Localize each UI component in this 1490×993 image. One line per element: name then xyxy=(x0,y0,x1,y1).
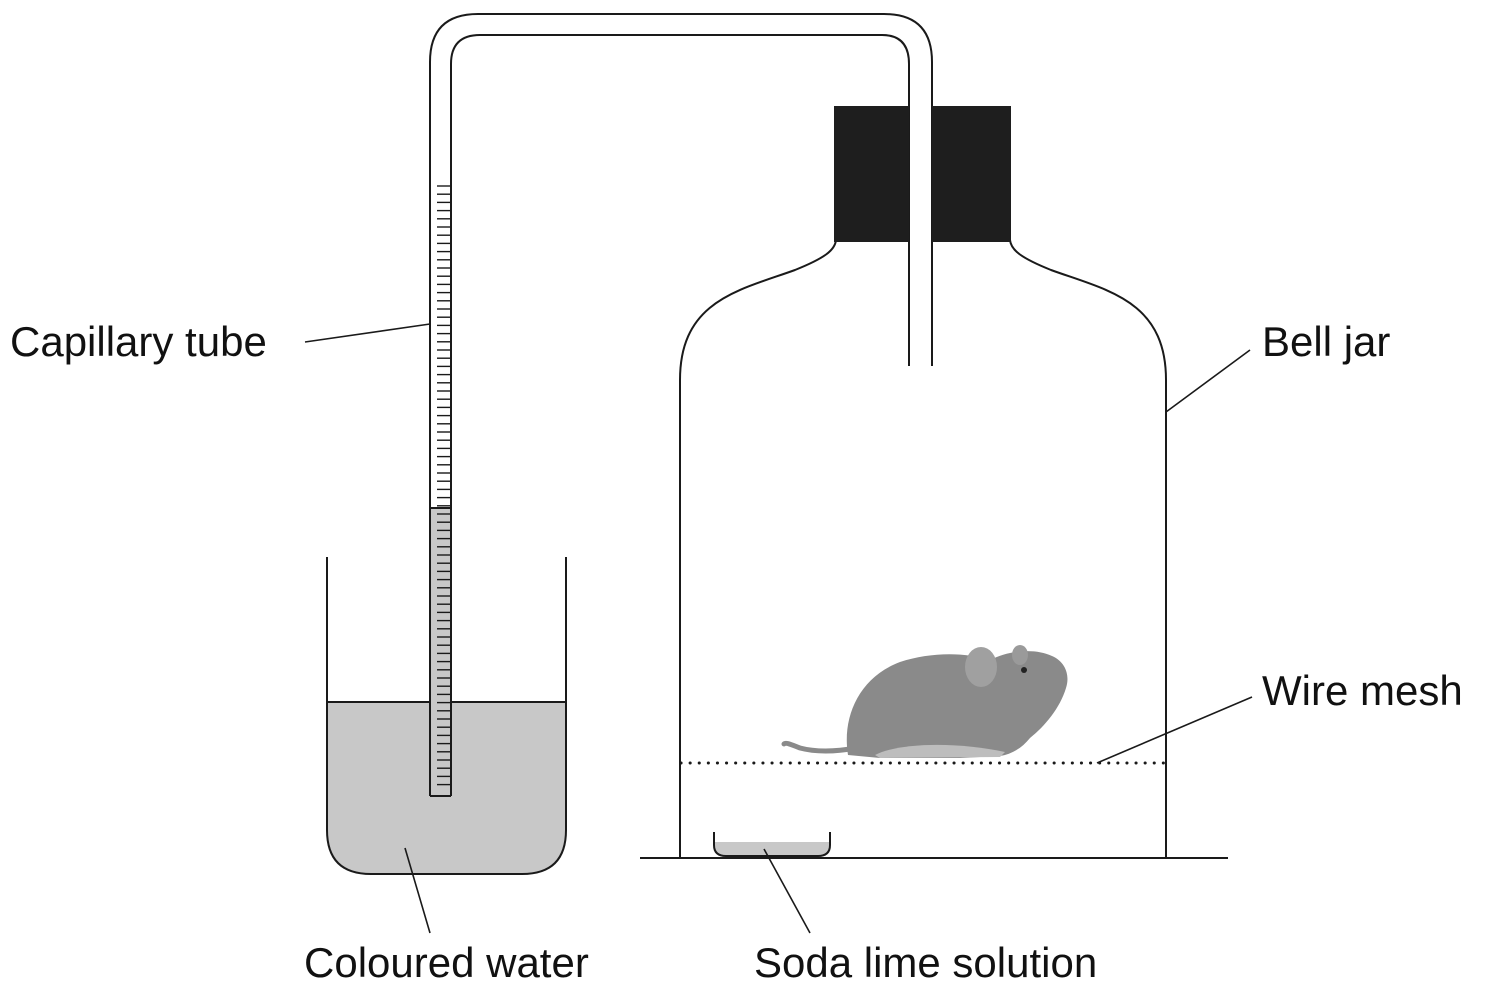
label-soda-lime-solution: Soda lime solution xyxy=(754,939,1097,986)
mouse-ear xyxy=(965,647,997,687)
bell-jar-outline-right xyxy=(1010,240,1166,858)
mouse-icon xyxy=(784,645,1067,758)
mouse-ear-far xyxy=(1012,645,1028,665)
mouse-eye xyxy=(1021,667,1027,673)
leader-bell-jar xyxy=(1166,350,1250,412)
bell-jar-outline-left xyxy=(680,240,836,858)
capillary-liquid-column xyxy=(430,508,451,796)
leader-soda-lime xyxy=(764,849,810,933)
mouse-tail xyxy=(784,743,855,751)
label-capillary-tube: Capillary tube xyxy=(10,318,267,365)
rubber-stopper-right xyxy=(932,106,1011,242)
rubber-stopper-left xyxy=(834,106,909,242)
label-coloured-water: Coloured water xyxy=(304,939,589,986)
mouse-body xyxy=(847,651,1068,758)
leader-capillary-tube xyxy=(305,324,430,342)
soda-lime-dish xyxy=(714,832,830,856)
soda-lime-solution xyxy=(714,842,830,856)
label-wire-mesh: Wire mesh xyxy=(1262,667,1463,714)
leader-wire-mesh xyxy=(1097,697,1252,763)
label-bell-jar: Bell jar xyxy=(1262,318,1390,365)
capillary-scale xyxy=(437,186,451,785)
